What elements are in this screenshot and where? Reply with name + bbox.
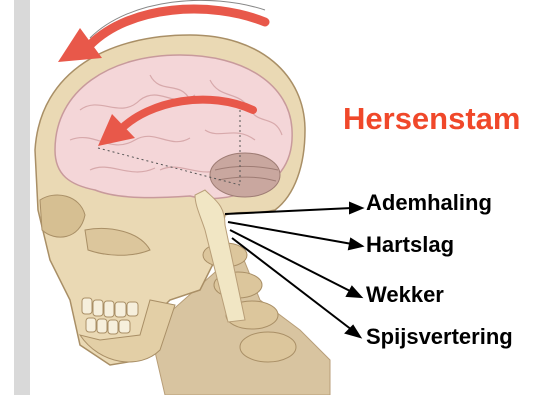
label-hartslag: Hartslag: [366, 232, 454, 258]
label-spijsvertering: Spijsvertering: [366, 324, 513, 350]
diagram-title: Hersenstam: [343, 101, 520, 137]
cerebellum: [210, 153, 280, 197]
label-wekker: Wekker: [366, 282, 444, 308]
label-ademhaling: Ademhaling: [366, 190, 492, 216]
